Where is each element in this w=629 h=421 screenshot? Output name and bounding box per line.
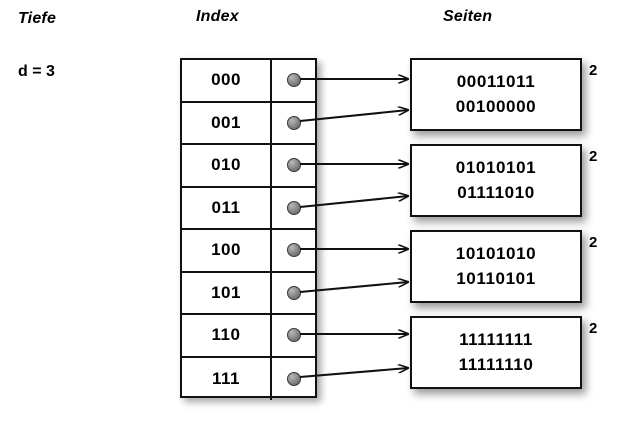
index-row-010[interactable]: 010 — [182, 145, 315, 188]
pointer-dot-icon — [286, 243, 301, 258]
page-record: 10110101 — [456, 268, 536, 288]
page-record: 01111010 — [457, 182, 535, 202]
index-row-111[interactable]: 111 — [182, 357, 315, 401]
local-depth-label-4: 2 — [589, 320, 598, 337]
index-key: 001 — [182, 102, 272, 143]
local-depth-label-1: 2 — [589, 62, 598, 79]
index-key: 000 — [182, 60, 272, 101]
page-box-1[interactable]: 00011011 00100000 — [410, 58, 582, 131]
index-pointer-cell[interactable] — [272, 358, 315, 401]
index-row-101[interactable]: 101 — [182, 272, 315, 315]
index-row-110[interactable]: 110 — [182, 315, 315, 358]
page-record: 01010101 — [455, 157, 537, 177]
page-box-2[interactable]: 01010101 01111010 — [410, 144, 582, 217]
index-key: 010 — [182, 145, 272, 186]
page-box-3[interactable]: 10101010 10110101 — [410, 230, 582, 303]
index-row-100[interactable]: 100 — [182, 230, 315, 273]
local-depth-label-3: 2 — [589, 234, 598, 251]
pointer-dot-icon — [286, 200, 301, 215]
pointer-dot-icon — [286, 73, 301, 88]
global-depth-label: d = 3 — [18, 63, 55, 80]
index-pointer-cell[interactable] — [272, 145, 315, 186]
page-record: 00011011 — [456, 71, 536, 91]
index-pointer-cell[interactable] — [272, 60, 315, 101]
index-key: 101 — [182, 272, 272, 313]
index-pointer-cell[interactable] — [272, 273, 315, 314]
index-row-000[interactable]: 000 — [182, 60, 315, 103]
index-key: 011 — [182, 187, 272, 228]
pointer-dot-icon — [286, 328, 301, 343]
index-key: 111 — [182, 357, 272, 400]
pointer-dot-icon — [286, 115, 301, 130]
page-record: 11111111 — [459, 329, 533, 349]
column-heading-index: Index — [196, 8, 239, 25]
page-record: 00100000 — [455, 96, 537, 116]
index-row-011[interactable]: 011 — [182, 187, 315, 230]
index-pointer-cell[interactable] — [272, 103, 315, 144]
page-record: 11111110 — [458, 354, 534, 374]
index-key: 110 — [182, 315, 272, 356]
column-heading-pages: Seiten — [443, 8, 493, 25]
pointer-dot-icon — [286, 371, 301, 386]
page-record: 10101010 — [455, 243, 537, 263]
page-box-4[interactable]: 11111111 11111110 — [410, 316, 582, 389]
pointer-dot-icon — [286, 285, 301, 300]
index-pointer-cell[interactable] — [272, 315, 315, 356]
index-table: 000 001 010 011 100 101 110 111 — [180, 58, 317, 401]
local-depth-label-2: 2 — [589, 148, 598, 165]
column-heading-depth: Tiefe — [18, 10, 57, 27]
index-row-001[interactable]: 001 — [182, 102, 315, 145]
pointer-dot-icon — [286, 158, 301, 173]
index-pointer-cell[interactable] — [272, 230, 315, 271]
index-pointer-cell[interactable] — [272, 188, 315, 229]
index-key: 100 — [182, 230, 272, 271]
